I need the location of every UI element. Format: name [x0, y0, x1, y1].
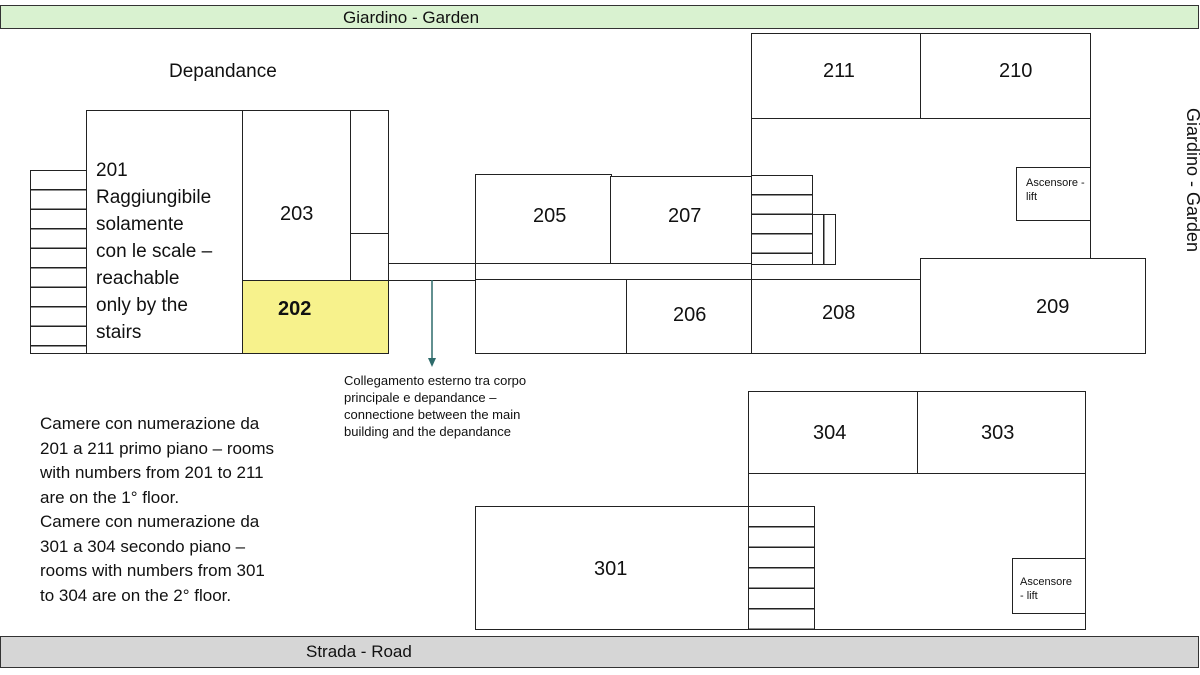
room-303[interactable]: [917, 391, 1086, 474]
corridor-column-upper: [350, 110, 389, 235]
room-202-label: 202: [278, 298, 312, 320]
main-stairs-first-floor: [751, 175, 813, 265]
room-209[interactable]: [920, 258, 1146, 354]
garden-label-top: Giardino - Garden: [343, 8, 480, 27]
depandance-label: Depandance: [169, 61, 277, 82]
garden-label-side: Giardino - Garden: [1183, 108, 1200, 253]
room-205-label: 205: [533, 205, 567, 227]
room-209-label: 209: [1036, 296, 1070, 318]
room-304[interactable]: [748, 391, 919, 474]
room-211-label: 211: [823, 60, 855, 82]
room-210[interactable]: [920, 33, 1091, 119]
stairs-landing: [812, 214, 836, 265]
main-stairs-second-floor: [748, 506, 815, 630]
lift-second-floor-label: Ascensore - lift: [1020, 576, 1072, 602]
room-301-label: 301: [594, 558, 628, 580]
room-301[interactable]: [475, 506, 750, 630]
lift-first-floor-label: Ascensore - lift: [1026, 177, 1085, 203]
room-201-text: 201 Raggiungibile solamente con le scale…: [96, 160, 213, 343]
room-202[interactable]: [242, 280, 389, 354]
room-206-label: 206: [673, 304, 707, 326]
garden-band-top: Giardino - Garden: [0, 5, 1199, 29]
room-205[interactable]: [475, 174, 612, 265]
room-207-label: 207: [668, 205, 702, 227]
lift-second-floor: [1012, 558, 1086, 614]
lift-first-floor: [1016, 167, 1091, 221]
room-unnumbered: [475, 279, 628, 354]
room-210-label: 210: [999, 60, 1033, 82]
room-203-label: 203: [280, 203, 314, 225]
room-203[interactable]: [242, 110, 352, 282]
floor-legend: Camere con numerazione da 201 a 211 prim…: [40, 414, 275, 605]
road-label: Strada - Road: [306, 642, 412, 661]
room-201[interactable]: [86, 110, 243, 354]
room-206[interactable]: [626, 279, 753, 354]
corridor-column-lower: [350, 233, 389, 282]
room-208-label: 208: [822, 302, 856, 324]
room-304-label: 304: [813, 422, 847, 444]
connection-arrow: [428, 280, 436, 367]
depandance-stairs: [30, 170, 87, 354]
room-303-label: 303: [981, 422, 1015, 444]
road-band: Strada - Road: [0, 636, 1199, 668]
connection-note: Collegamento esterno tra corpo principal…: [344, 373, 527, 439]
room-208[interactable]: [751, 279, 922, 354]
